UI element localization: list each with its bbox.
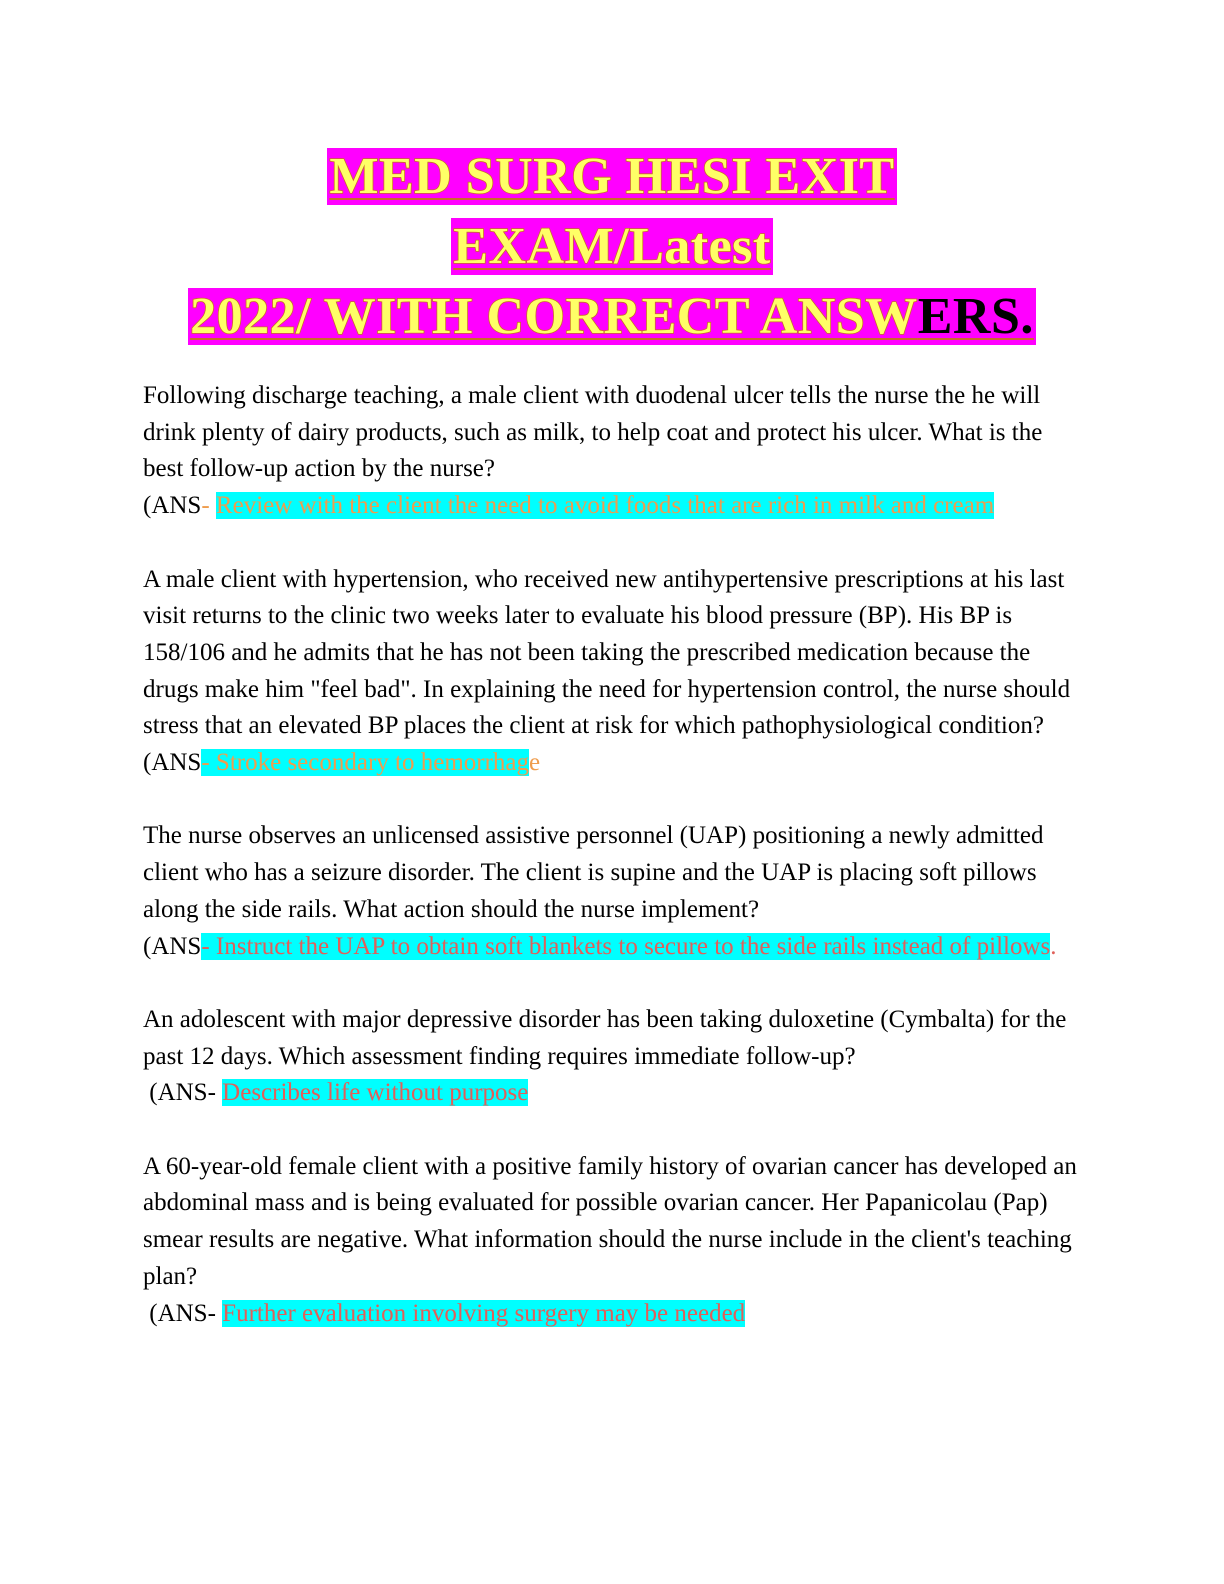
answer-line: (ANS- Instruct the UAP to obtain soft bl… bbox=[143, 929, 1083, 966]
title-line-3-main: 2022/ WITH CORRECT ANSW bbox=[189, 287, 918, 346]
answer-text: - Stroke secondary to hemorrhag bbox=[201, 749, 530, 777]
answer-prefix: (ANS- bbox=[143, 1299, 223, 1327]
answer-suffix: . bbox=[1050, 932, 1057, 960]
question-block-3: The nurse observes an unlicensed assisti… bbox=[143, 818, 1083, 965]
question-block-4: An adolescent with major depressive diso… bbox=[143, 1002, 1083, 1112]
answer-prefix: (ANS bbox=[143, 749, 202, 777]
answer-line: (ANS- Review with the client the need to… bbox=[143, 488, 1083, 525]
answer-text: Describes life without purpose bbox=[222, 1079, 529, 1107]
question-text: A 60-year-old female client with a posit… bbox=[143, 1152, 1077, 1290]
title-line-3-tail: ERS. bbox=[917, 288, 1034, 345]
title-line-2: EXAM/Latest bbox=[451, 217, 773, 276]
answer-text: - Instruct the UAP to obtain soft blanke… bbox=[201, 932, 1051, 960]
question-text: The nurse observes an unlicensed assisti… bbox=[143, 822, 1044, 923]
answer-text: Review with the client the need to avoid… bbox=[215, 492, 995, 520]
question-block-5: A 60-year-old female client with a posit… bbox=[143, 1149, 1083, 1333]
answer-dash: - bbox=[201, 492, 216, 520]
title-line-1: MED SURG HESI EXIT bbox=[327, 147, 897, 206]
question-text: A male client with hypertension, who rec… bbox=[143, 565, 1071, 740]
title-line-3: 2022/ WITH CORRECT ANSWERS. bbox=[188, 287, 1036, 346]
answer-line: (ANS- Further evaluation involving surge… bbox=[143, 1296, 1083, 1333]
question-block-2: A male client with hypertension, who rec… bbox=[143, 562, 1083, 782]
answer-prefix: (ANS bbox=[143, 492, 202, 520]
answer-text: Further evaluation involving surgery may… bbox=[222, 1299, 746, 1327]
document-title: MED SURG HESI EXIT EXAM/Latest 2022/ WIT… bbox=[0, 142, 1224, 352]
answer-prefix: (ANS bbox=[143, 932, 202, 960]
question-text: An adolescent with major depressive diso… bbox=[143, 1005, 1067, 1070]
answer-prefix: (ANS- bbox=[143, 1079, 223, 1107]
question-block-1: Following discharge teaching, a male cli… bbox=[143, 378, 1083, 525]
question-list: Following discharge teaching, a male cli… bbox=[143, 378, 1083, 1369]
answer-suffix: e bbox=[529, 749, 541, 777]
question-text: Following discharge teaching, a male cli… bbox=[143, 382, 1043, 483]
answer-line: (ANS- Describes life without purpose bbox=[143, 1075, 1083, 1112]
answer-line: (ANS- Stroke secondary to hemorrhage bbox=[143, 745, 1083, 782]
